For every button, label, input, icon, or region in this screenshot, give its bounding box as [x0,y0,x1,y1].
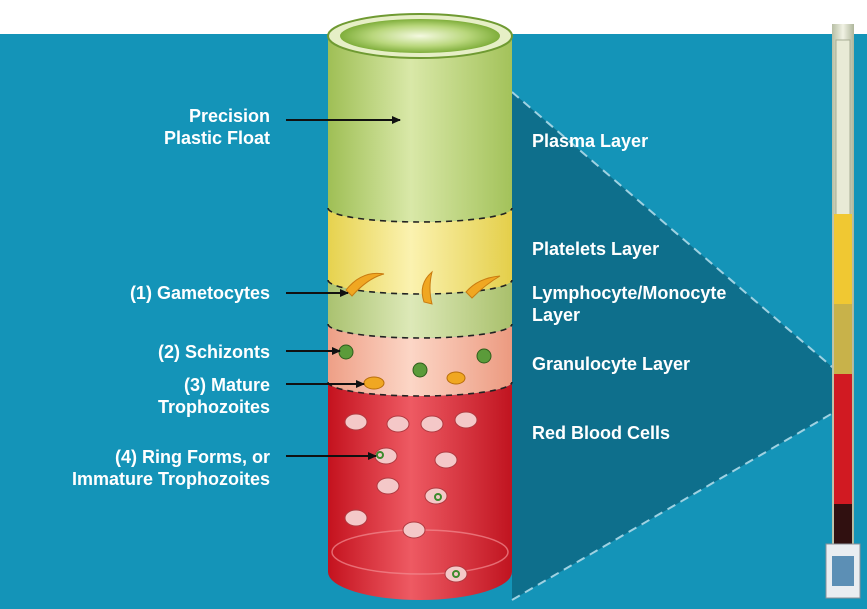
red-cell [345,510,367,526]
red-cell [387,416,409,432]
ring-forms-label: (4) Ring Forms, or Immature Trophozoites [72,446,270,490]
mature-trophozoites-label: (3) Mature Trophozoites [158,374,270,418]
mature-trophozoites-line2: Trophozoites [158,396,270,418]
tube-yellow-band [834,214,852,304]
mature-trophozoite-cell [447,372,465,384]
red-cell [435,452,457,468]
tube-cap-detail [832,556,854,586]
precision-float-label-line2: Plastic Float [164,127,270,149]
gametocytes-label: (1) Gametocytes [130,282,270,304]
precision-float-label: Precision Plastic Float [164,105,270,149]
schizont-cell [477,349,491,363]
red-cell [445,566,467,582]
lymphocyte-monocyte-layer-label: Lymphocyte/Monocyte Layer [532,282,726,326]
lymphocyte-monocyte-line1: Lymphocyte/Monocyte [532,282,726,304]
mature-trophozoites-line1: (3) Mature [158,374,270,396]
plasma-layer-label: Plasma Layer [532,130,648,152]
plasma-layer-band [328,36,512,222]
ring-forms-line2: Immature Trophozoites [72,468,270,490]
red-cell [375,448,397,464]
tube-dark-band [834,504,852,544]
ring-forms-line1: (4) Ring Forms, or [72,446,270,468]
red-cell [455,412,477,428]
red-cell [377,478,399,494]
granulocyte-layer-label: Granulocyte Layer [532,353,690,375]
cylinder-top-surface [340,19,500,53]
red-cell [403,522,425,538]
red-blood-cells-label: Red Blood Cells [532,422,670,444]
tube-buffy-band [834,304,852,374]
tube-red-band [834,374,852,504]
schizont-cell [339,345,353,359]
lymphocyte-monocyte-line2: Layer [532,304,726,326]
schizont-cell [413,363,427,377]
platelets-layer-label: Platelets Layer [532,238,659,260]
red-cell [345,414,367,430]
precision-float-label-line1: Precision [164,105,270,127]
schizonts-label: (2) Schizonts [158,341,270,363]
mature-trophozoite-cell [364,377,384,389]
red-cell [421,416,443,432]
